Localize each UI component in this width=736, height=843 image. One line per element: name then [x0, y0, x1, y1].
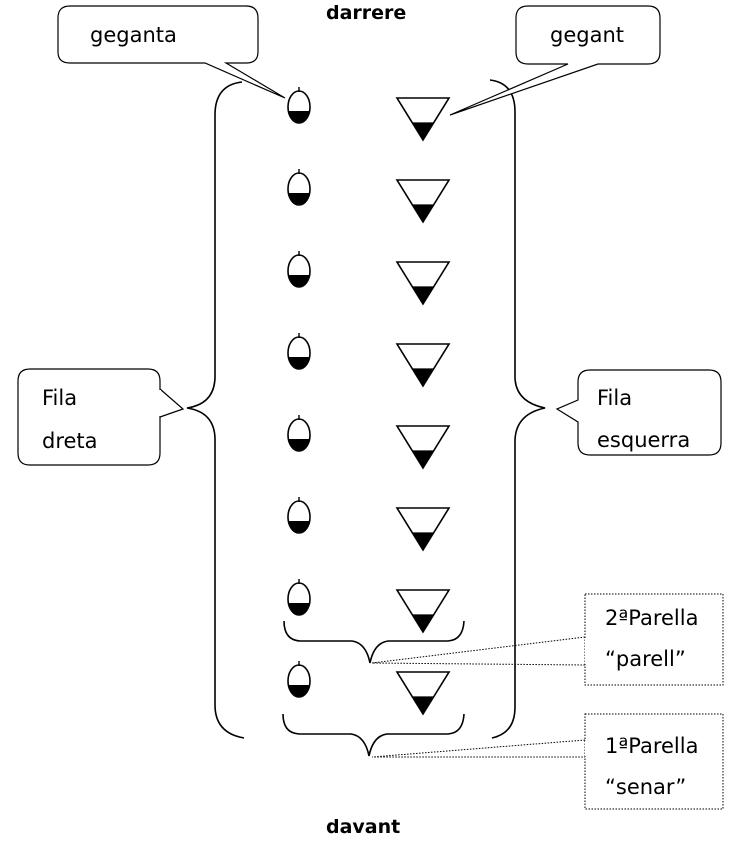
geganta-oval-icon	[287, 87, 311, 124]
pair2-brace	[283, 620, 465, 664]
geganta-callout-shape	[57, 5, 286, 99]
geganta-oval-icon	[287, 333, 311, 370]
gegant-triangle-icon	[395, 425, 451, 470]
geganta-oval-icon	[287, 497, 311, 534]
gegant-triangle-icon	[395, 589, 451, 634]
bottom-label: davant	[326, 816, 401, 838]
pair1-brace	[282, 713, 465, 757]
gegant-callout-shape	[449, 5, 661, 116]
geganta-oval-icon	[287, 169, 311, 206]
geganta-oval-icon	[287, 661, 311, 698]
right-row-brace	[489, 79, 546, 739]
geganta-oval-icon	[287, 579, 311, 616]
pair1-callout-line2: “senar”	[605, 775, 687, 799]
gegant-triangle-icon	[395, 179, 451, 224]
figures-group	[287, 87, 451, 716]
fila-dreta-callout-shape	[17, 368, 161, 466]
pair2-callout-line2: “parell”	[605, 647, 686, 671]
top-label: darrere	[326, 2, 407, 24]
fila-esquerra-callout-shape	[555, 369, 722, 456]
geganta-oval-icon	[287, 251, 311, 288]
geganta-oval-icon	[287, 415, 311, 452]
fila-dreta-line2: dreta	[42, 429, 98, 453]
pair2-callout-line1: 2ªParella	[605, 606, 699, 630]
gegant-triangle-icon	[395, 507, 451, 552]
fila-dreta-callout-tail	[159, 388, 185, 418]
fila-esquerra-line1: Fila	[597, 386, 633, 410]
left-row-brace	[186, 81, 245, 739]
gegant-triangle-icon	[395, 671, 451, 716]
pair1-callout-box	[584, 713, 724, 810]
gegant-callout-text: gegant	[550, 23, 624, 47]
fila-esquerra-line2: esquerra	[597, 428, 691, 452]
gegant-triangle-icon	[395, 97, 451, 142]
fila-dreta-line1: Fila	[42, 386, 78, 410]
gegant-triangle-icon	[395, 261, 451, 306]
pair2-callout-box	[584, 593, 724, 686]
gegant-triangle-icon	[395, 343, 451, 388]
geganta-callout-text: geganta	[90, 23, 177, 47]
pair1-callout-leader	[371, 739, 586, 758]
pair1-callout-line1: 1ªParella	[605, 734, 699, 758]
